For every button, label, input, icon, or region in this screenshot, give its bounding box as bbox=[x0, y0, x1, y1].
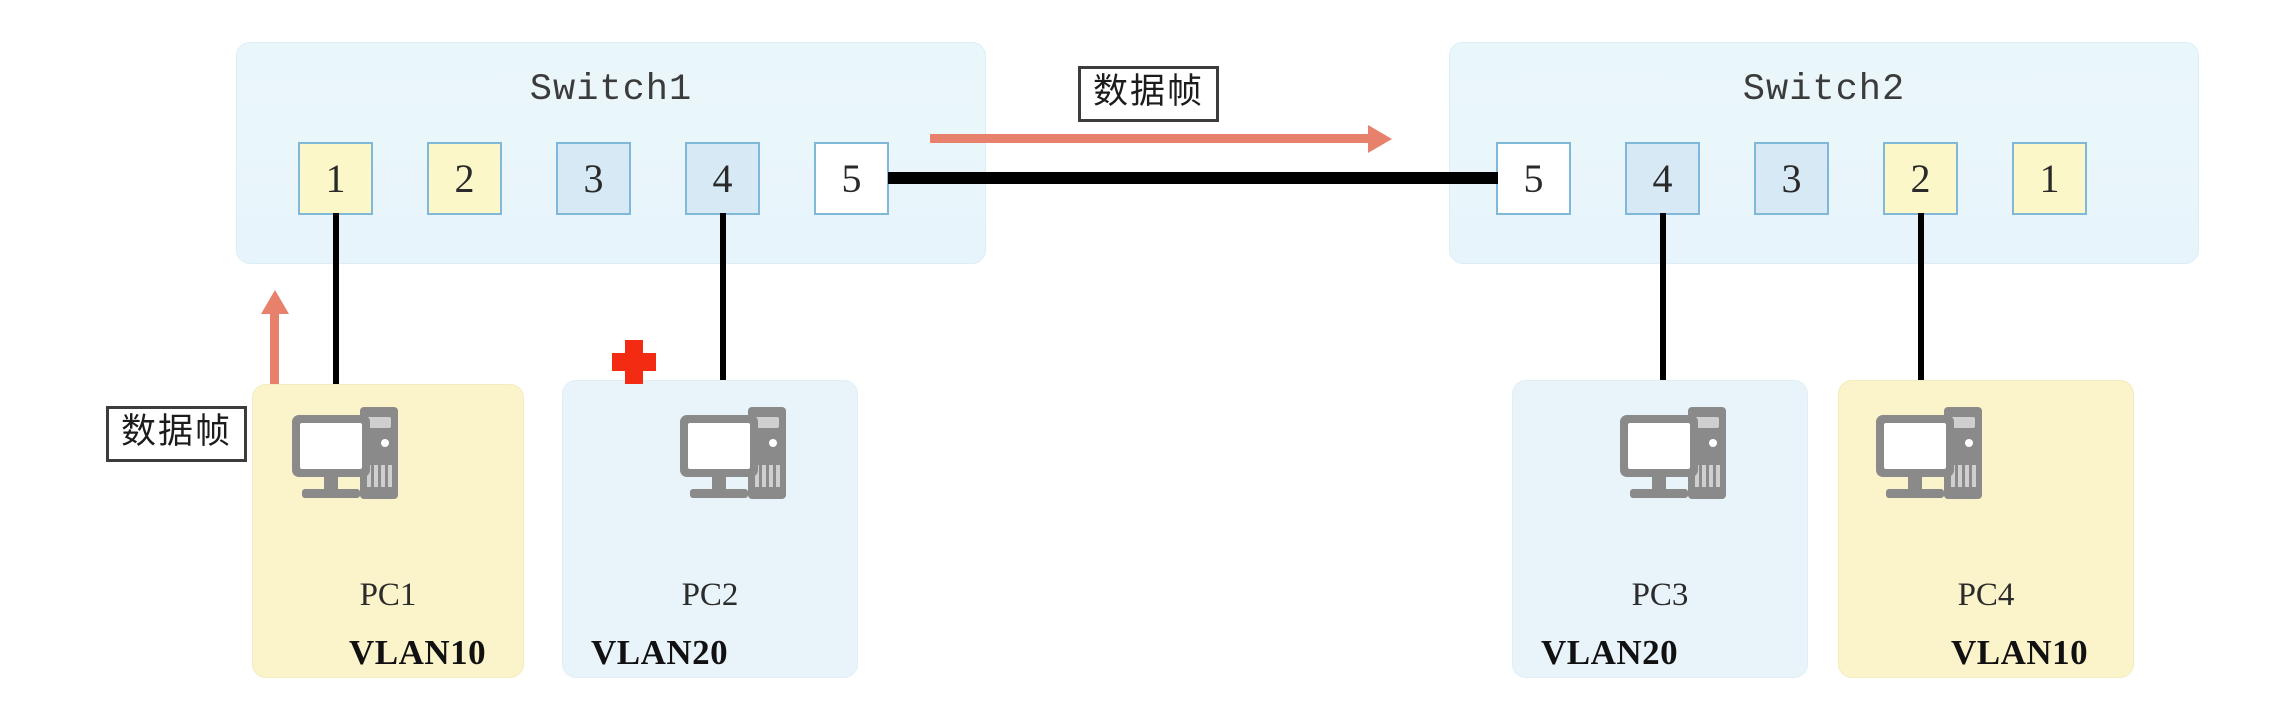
trunk-cable-switch1-switch2 bbox=[888, 172, 1498, 184]
switch2-port-5-trunk[interactable]: 5 bbox=[1496, 142, 1571, 215]
host-label-pc1: PC1 bbox=[359, 577, 417, 613]
switch1-port-4[interactable]: 4 bbox=[685, 142, 760, 215]
cable-switch2-port4-to-pc3 bbox=[1660, 213, 1666, 431]
vlan-tag-pc3: VLAN20 bbox=[1541, 633, 1679, 672]
switch2-port-3[interactable]: 3 bbox=[1754, 142, 1829, 215]
callout-frame-trunk-text: 数据帧 bbox=[1093, 72, 1205, 112]
host-label-pc3: PC3 bbox=[1631, 577, 1689, 613]
desktop-computer-icon-pc3 bbox=[1616, 405, 1754, 517]
switch1-port-1[interactable]: 1 bbox=[298, 142, 373, 215]
switch1-port-3[interactable]: 3 bbox=[556, 142, 631, 215]
desktop-computer-icon-pc4 bbox=[1872, 405, 2010, 517]
host-label-pc2: PC2 bbox=[681, 577, 739, 613]
switch2-port-3-label: 3 bbox=[1781, 155, 1802, 201]
switch1-port-2-label: 2 bbox=[454, 155, 475, 201]
callout-frame-trunk: 数据帧 bbox=[1078, 66, 1220, 122]
switch2-port-1-label: 1 bbox=[2039, 155, 2060, 201]
switch1-port-5-label: 5 bbox=[841, 155, 862, 201]
cable-switch1-port1-to-pc1 bbox=[333, 213, 339, 431]
switch2-title: Switch2 bbox=[1742, 69, 1906, 111]
desktop-computer-icon-pc1 bbox=[288, 405, 426, 517]
switch2-port-4[interactable]: 4 bbox=[1625, 142, 1700, 215]
switch1-port-3-label: 3 bbox=[583, 155, 604, 201]
vlan-tag-pc4: VLAN10 bbox=[1951, 633, 2089, 672]
cable-switch1-port4-to-pc2 bbox=[720, 213, 726, 431]
switch2-port-2[interactable]: 2 bbox=[1883, 142, 1958, 215]
callout-frame-pc1-text: 数据帧 bbox=[121, 412, 233, 452]
vlan-tag-pc1: VLAN10 bbox=[349, 633, 487, 672]
switch2-port-4-label: 4 bbox=[1652, 155, 1673, 201]
switch2-port-2-label: 2 bbox=[1910, 155, 1931, 201]
cable-switch2-port2-to-pc2 bbox=[1918, 213, 1924, 431]
switch1-port-5-trunk[interactable]: 5 bbox=[814, 142, 889, 215]
arrow-right-icon-trunk-frame bbox=[930, 125, 1392, 153]
switch1-title: Switch1 bbox=[529, 69, 693, 111]
callout-frame-pc1: 数据帧 bbox=[106, 406, 248, 462]
vlan-tag-pc2: VLAN20 bbox=[591, 633, 729, 672]
host-label-pc4: PC4 bbox=[1957, 577, 2015, 613]
switch1-port-4-label: 4 bbox=[712, 155, 733, 201]
switch2-port-1[interactable]: 1 bbox=[2012, 142, 2087, 215]
desktop-computer-icon-pc2 bbox=[676, 405, 814, 517]
switch1-port-1-label: 1 bbox=[325, 155, 346, 201]
switch1-port-2[interactable]: 2 bbox=[427, 142, 502, 215]
red-cross-blocked-icon-pc2 bbox=[612, 340, 656, 384]
switch2-port-5-label: 5 bbox=[1523, 155, 1544, 201]
